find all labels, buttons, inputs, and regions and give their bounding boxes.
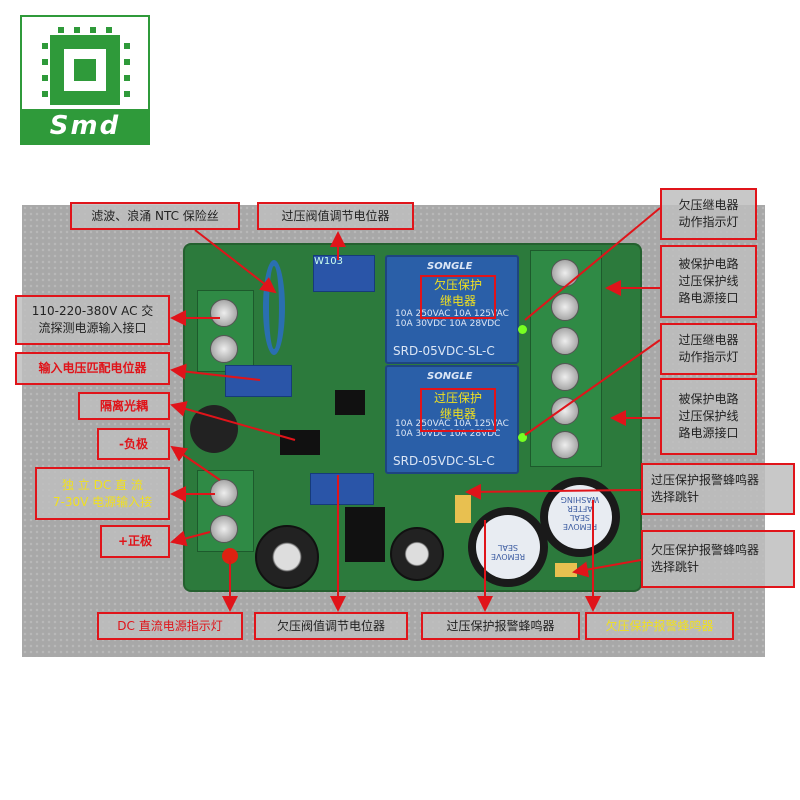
chip-pin (124, 59, 130, 65)
label-under-relay-led: 欠压继电器动作指示灯 (660, 188, 757, 240)
label-protected-port-1: 被保护电路过压保护线路电源接口 (660, 245, 757, 318)
chip-pin (42, 91, 48, 97)
label-over-buzzer-jumper: 过压保护报警蜂鸣器选择跳针 (641, 463, 795, 515)
regulator (345, 507, 385, 562)
ac-terminal-block (197, 290, 254, 372)
line-under-led (524, 207, 661, 321)
arrow-over-jumper (465, 483, 642, 500)
arrow-ntc (194, 229, 277, 294)
label-under-buzzer-jumper: 欠压保护报警蜂鸣器选择跳针 (641, 530, 795, 588)
chip-pin (106, 27, 112, 33)
chip-pin (42, 59, 48, 65)
ic-chip (335, 390, 365, 415)
ntc-thermistor (263, 260, 285, 355)
label-over-buzzer: 过压保护报警蜂鸣器 (421, 612, 580, 640)
under-buzzer-jumper (555, 563, 577, 577)
label-input-pot: 输入电压匹配电位器 (15, 352, 170, 385)
label-ntc: 滤波、浪涌 NTC 保险丝 (70, 202, 240, 230)
capacitor (255, 525, 319, 589)
label-dc-led: DC 直流电源指示灯 (97, 612, 243, 640)
label-positive: +正极 (100, 525, 170, 558)
label-under-pot: 欠压阀值调节电位器 (254, 612, 408, 640)
under-relay-label: 欠压保护继电器 (420, 275, 496, 319)
label-protected-port-2: 被保护电路过压保护线路电源接口 (660, 378, 757, 455)
label-optocoupler: 隔离光耦 (78, 392, 170, 420)
arrow-positive (170, 530, 211, 547)
under-threshold-pot (310, 473, 374, 505)
label-over-pot: 过压阀值调节电位器 (257, 202, 414, 230)
input-match-pot (225, 365, 292, 397)
label-ac-input: 110-220-380V AC 交流探测电源输入接口 (15, 295, 170, 345)
smd-logo: Smd (20, 15, 150, 145)
arrow-negative (170, 445, 221, 481)
capacitor (390, 527, 444, 581)
over-relay-label: 过压保护继电器 (420, 388, 496, 432)
under-relay-led (518, 325, 527, 334)
arrow-opto (170, 401, 296, 441)
over-buzzer-jumper (455, 495, 471, 523)
chip-pin (42, 43, 48, 49)
chip-pin (124, 75, 130, 81)
chip-pin (90, 27, 96, 33)
line-over-led (524, 339, 661, 436)
chip-pin (124, 91, 130, 97)
chip-pin (42, 75, 48, 81)
dc-terminal-block (197, 470, 254, 552)
arrow-under-jumper (572, 559, 642, 578)
label-negative: -负极 (97, 428, 170, 460)
arrow-input-pot (170, 363, 261, 381)
label-over-relay-led: 过压继电器动作指示灯 (660, 323, 757, 375)
chip-pin (74, 27, 80, 33)
logo-text: Smd (22, 109, 148, 143)
optocoupler (280, 430, 320, 455)
over-threshold-pot: W103 (313, 255, 375, 292)
chip-pin (124, 43, 130, 49)
chip-pin (58, 27, 64, 33)
over-relay-led (518, 433, 527, 442)
label-under-buzzer: 欠压保护报警蜂鸣器 (585, 612, 734, 640)
dc-power-led (222, 548, 238, 564)
